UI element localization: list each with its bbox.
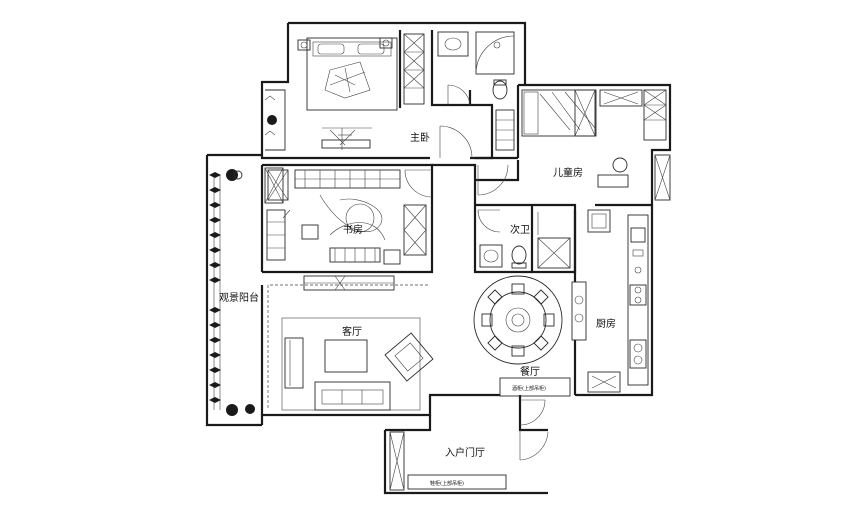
entry-cabinet-note: 鞋柜(上部吊柜) <box>430 480 464 487</box>
dining-label: 餐厅 <box>520 365 540 378</box>
kids-room-label: 儿童房 <box>553 166 583 179</box>
living-room-label: 客厅 <box>342 325 362 338</box>
master-bedroom-label: 主卧 <box>410 131 430 144</box>
balcony <box>209 89 286 416</box>
outer-walls <box>205 21 672 495</box>
dining <box>473 275 571 397</box>
entry-hall-label: 入户门厅 <box>445 446 485 459</box>
kitchen <box>571 209 649 393</box>
study <box>266 169 427 265</box>
kitchen-label: 厨房 <box>596 317 616 330</box>
master-bath <box>437 31 515 151</box>
entry-hall <box>389 431 507 491</box>
doors <box>404 84 549 461</box>
study-label: 书房 <box>343 223 363 236</box>
dining-cabinet-note: 酒柜(上部吊柜) <box>512 385 546 392</box>
balcony-label: 观景阳台 <box>219 291 259 304</box>
second-bath <box>479 212 571 269</box>
living-room <box>267 128 434 411</box>
second-bath-label: 次卫 <box>510 223 530 236</box>
kids-room <box>521 89 671 201</box>
interior-walls <box>260 30 652 415</box>
master-bedroom <box>297 33 425 149</box>
